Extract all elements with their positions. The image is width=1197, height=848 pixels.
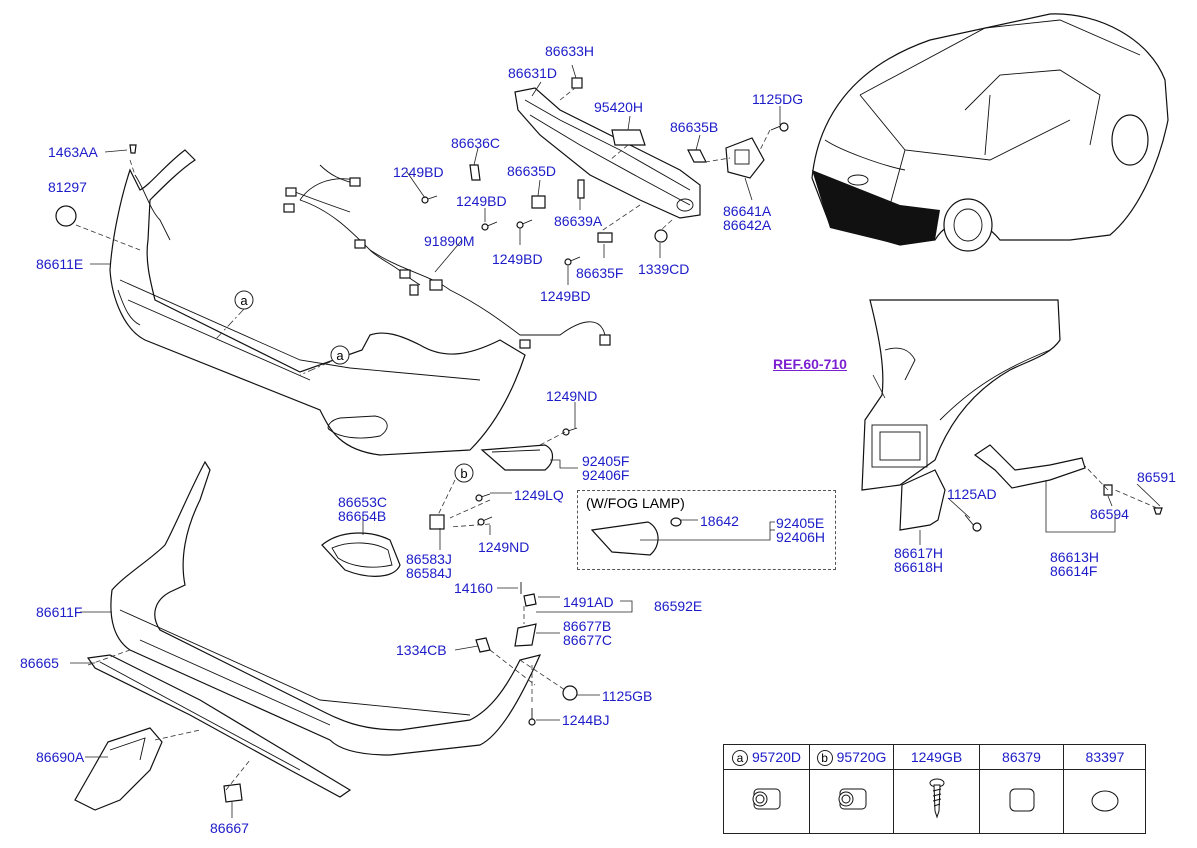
legend-part: 86379	[1002, 749, 1041, 765]
hardware-items	[55, 77, 789, 266]
ref-label[interactable]: REF.60-710	[773, 356, 847, 372]
legend-part: 95720D	[751, 749, 802, 765]
part-label-86594[interactable]: 86594	[1090, 506, 1129, 522]
oval-plug-icon	[1064, 771, 1146, 833]
air-guard	[74, 727, 163, 811]
part-label-91890M[interactable]: 91890M	[424, 233, 475, 249]
lower-skid-strip	[86, 654, 352, 798]
part-label-1463AA[interactable]: 1463AA	[48, 144, 98, 160]
part-label-1249ND-1[interactable]: 1249ND	[546, 388, 598, 404]
part-label-86635D[interactable]: 86635D	[507, 163, 557, 179]
part-label-1249ND-2[interactable]: 1249ND	[478, 539, 530, 555]
part-label-86611F[interactable]: 86611F	[36, 604, 83, 620]
lower-hardware	[475, 582, 578, 726]
legend-part: 1249GB	[910, 749, 963, 765]
screw-icon	[894, 771, 979, 833]
part-label-86617H[interactable]: 86617H	[894, 545, 944, 561]
part-label-86591[interactable]: 86591	[1137, 469, 1176, 485]
rear-reflector	[480, 427, 578, 471]
legend-cell-2[interactable]: 1249GB	[894, 745, 980, 833]
callout-a-2: a	[330, 345, 350, 365]
part-label-86641A[interactable]: 86641A	[723, 203, 772, 219]
part-label-14160[interactable]: 14160	[454, 580, 493, 596]
fog-lamp-housing	[321, 493, 493, 577]
part-label-86631D[interactable]: 86631D	[508, 65, 558, 81]
part-label-1339CD[interactable]: 1339CD	[638, 261, 690, 277]
part-label-86653C[interactable]: 86653C	[338, 494, 388, 510]
part-label-1244BJ[interactable]: 1244BJ	[562, 712, 610, 728]
assembly-lines	[75, 87, 1158, 791]
part-label-92406H[interactable]: 92406H	[776, 529, 826, 545]
part-label-1125AD[interactable]: 1125AD	[947, 486, 997, 502]
part-label-1334CB[interactable]: 1334CB	[396, 642, 447, 658]
part-label-1491AD[interactable]: 1491AD	[563, 594, 614, 610]
rounded-plug-icon	[980, 771, 1063, 833]
svg-text:a: a	[240, 293, 248, 308]
part-label-1125DG[interactable]: 1125DG	[752, 91, 804, 107]
side-bracket	[973, 444, 1086, 489]
mud-guard	[899, 469, 946, 531]
part-label-92406F[interactable]: 92406F	[582, 467, 630, 483]
bumper-cap	[223, 783, 243, 803]
svg-text:a: a	[336, 348, 344, 363]
callout-a-1: a	[234, 290, 254, 310]
part-label-1249LQ[interactable]: 1249LQ	[514, 487, 564, 503]
fog-lamp-box: (W/FOG LAMP)	[577, 490, 836, 570]
part-label-86614F[interactable]: 86614F	[1050, 563, 1098, 579]
bumper-beam	[514, 87, 701, 219]
part-label-86639A[interactable]: 86639A	[554, 213, 603, 229]
vehicle-illustration	[811, 13, 1169, 252]
legend-part: 95720G	[836, 749, 887, 765]
part-label-1249BD-1[interactable]: 1249BD	[393, 164, 444, 180]
fog-lamp-title: (W/FOG LAMP)	[586, 495, 685, 511]
part-label-86635F[interactable]: 86635F	[576, 265, 624, 281]
part-label-86583J[interactable]: 86583J	[406, 551, 452, 567]
part-label-86584J[interactable]: 86584J	[406, 565, 452, 581]
part-label-95420H[interactable]: 95420H	[594, 99, 644, 115]
legend-marker: b	[816, 750, 833, 766]
legend-cell-4[interactable]: 83397	[1064, 745, 1146, 833]
part-label-86592E[interactable]: 86592E	[654, 598, 703, 614]
wiring-harness	[283, 164, 611, 349]
svg-text:b: b	[460, 466, 467, 481]
part-label-86654B[interactable]: 86654B	[338, 508, 387, 524]
part-label-86690A[interactable]: 86690A	[36, 749, 85, 765]
part-label-1249BD-3[interactable]: 1249BD	[492, 251, 543, 267]
parking-sensor-icon	[810, 771, 893, 833]
part-label-86636C[interactable]: 86636C	[451, 135, 501, 151]
part-label-86665[interactable]: 86665	[20, 655, 59, 671]
part-label-92405F[interactable]: 92405F	[582, 453, 630, 469]
part-label-81297[interactable]: 81297	[48, 179, 87, 195]
part-label-86667[interactable]: 86667	[210, 820, 249, 836]
part-label-92405E[interactable]: 92405E	[776, 515, 825, 531]
part-label-1249BD-4[interactable]: 1249BD	[540, 288, 591, 304]
part-label-86642A[interactable]: 86642A	[723, 217, 772, 233]
part-label-1125GB[interactable]: 1125GB	[602, 688, 653, 704]
leader-lines	[70, 64, 1161, 818]
legend-part: 83397	[1085, 749, 1125, 765]
legend-cell-3[interactable]: 86379	[980, 745, 1064, 833]
lower-bumper	[110, 460, 542, 756]
part-label-86635B[interactable]: 86635B	[670, 119, 719, 135]
parking-sensor-icon	[724, 771, 809, 833]
quarter-panel	[861, 299, 1061, 491]
part-label-86618H[interactable]: 86618H	[894, 559, 944, 575]
part-label-86611E[interactable]: 86611E	[36, 256, 84, 272]
legend-marker: a	[731, 750, 748, 766]
callout-b: b	[454, 463, 474, 483]
fog-lamp	[590, 517, 682, 556]
part-label-18642[interactable]: 18642	[700, 513, 739, 529]
part-label-86677C[interactable]: 86677C	[563, 632, 613, 648]
part-label-1249BD-2[interactable]: 1249BD	[456, 193, 507, 209]
part-label-86613H[interactable]: 86613H	[1050, 549, 1100, 565]
part-label-86633H[interactable]: 86633H	[545, 43, 595, 59]
part-label-86677B[interactable]: 86677B	[563, 618, 612, 634]
